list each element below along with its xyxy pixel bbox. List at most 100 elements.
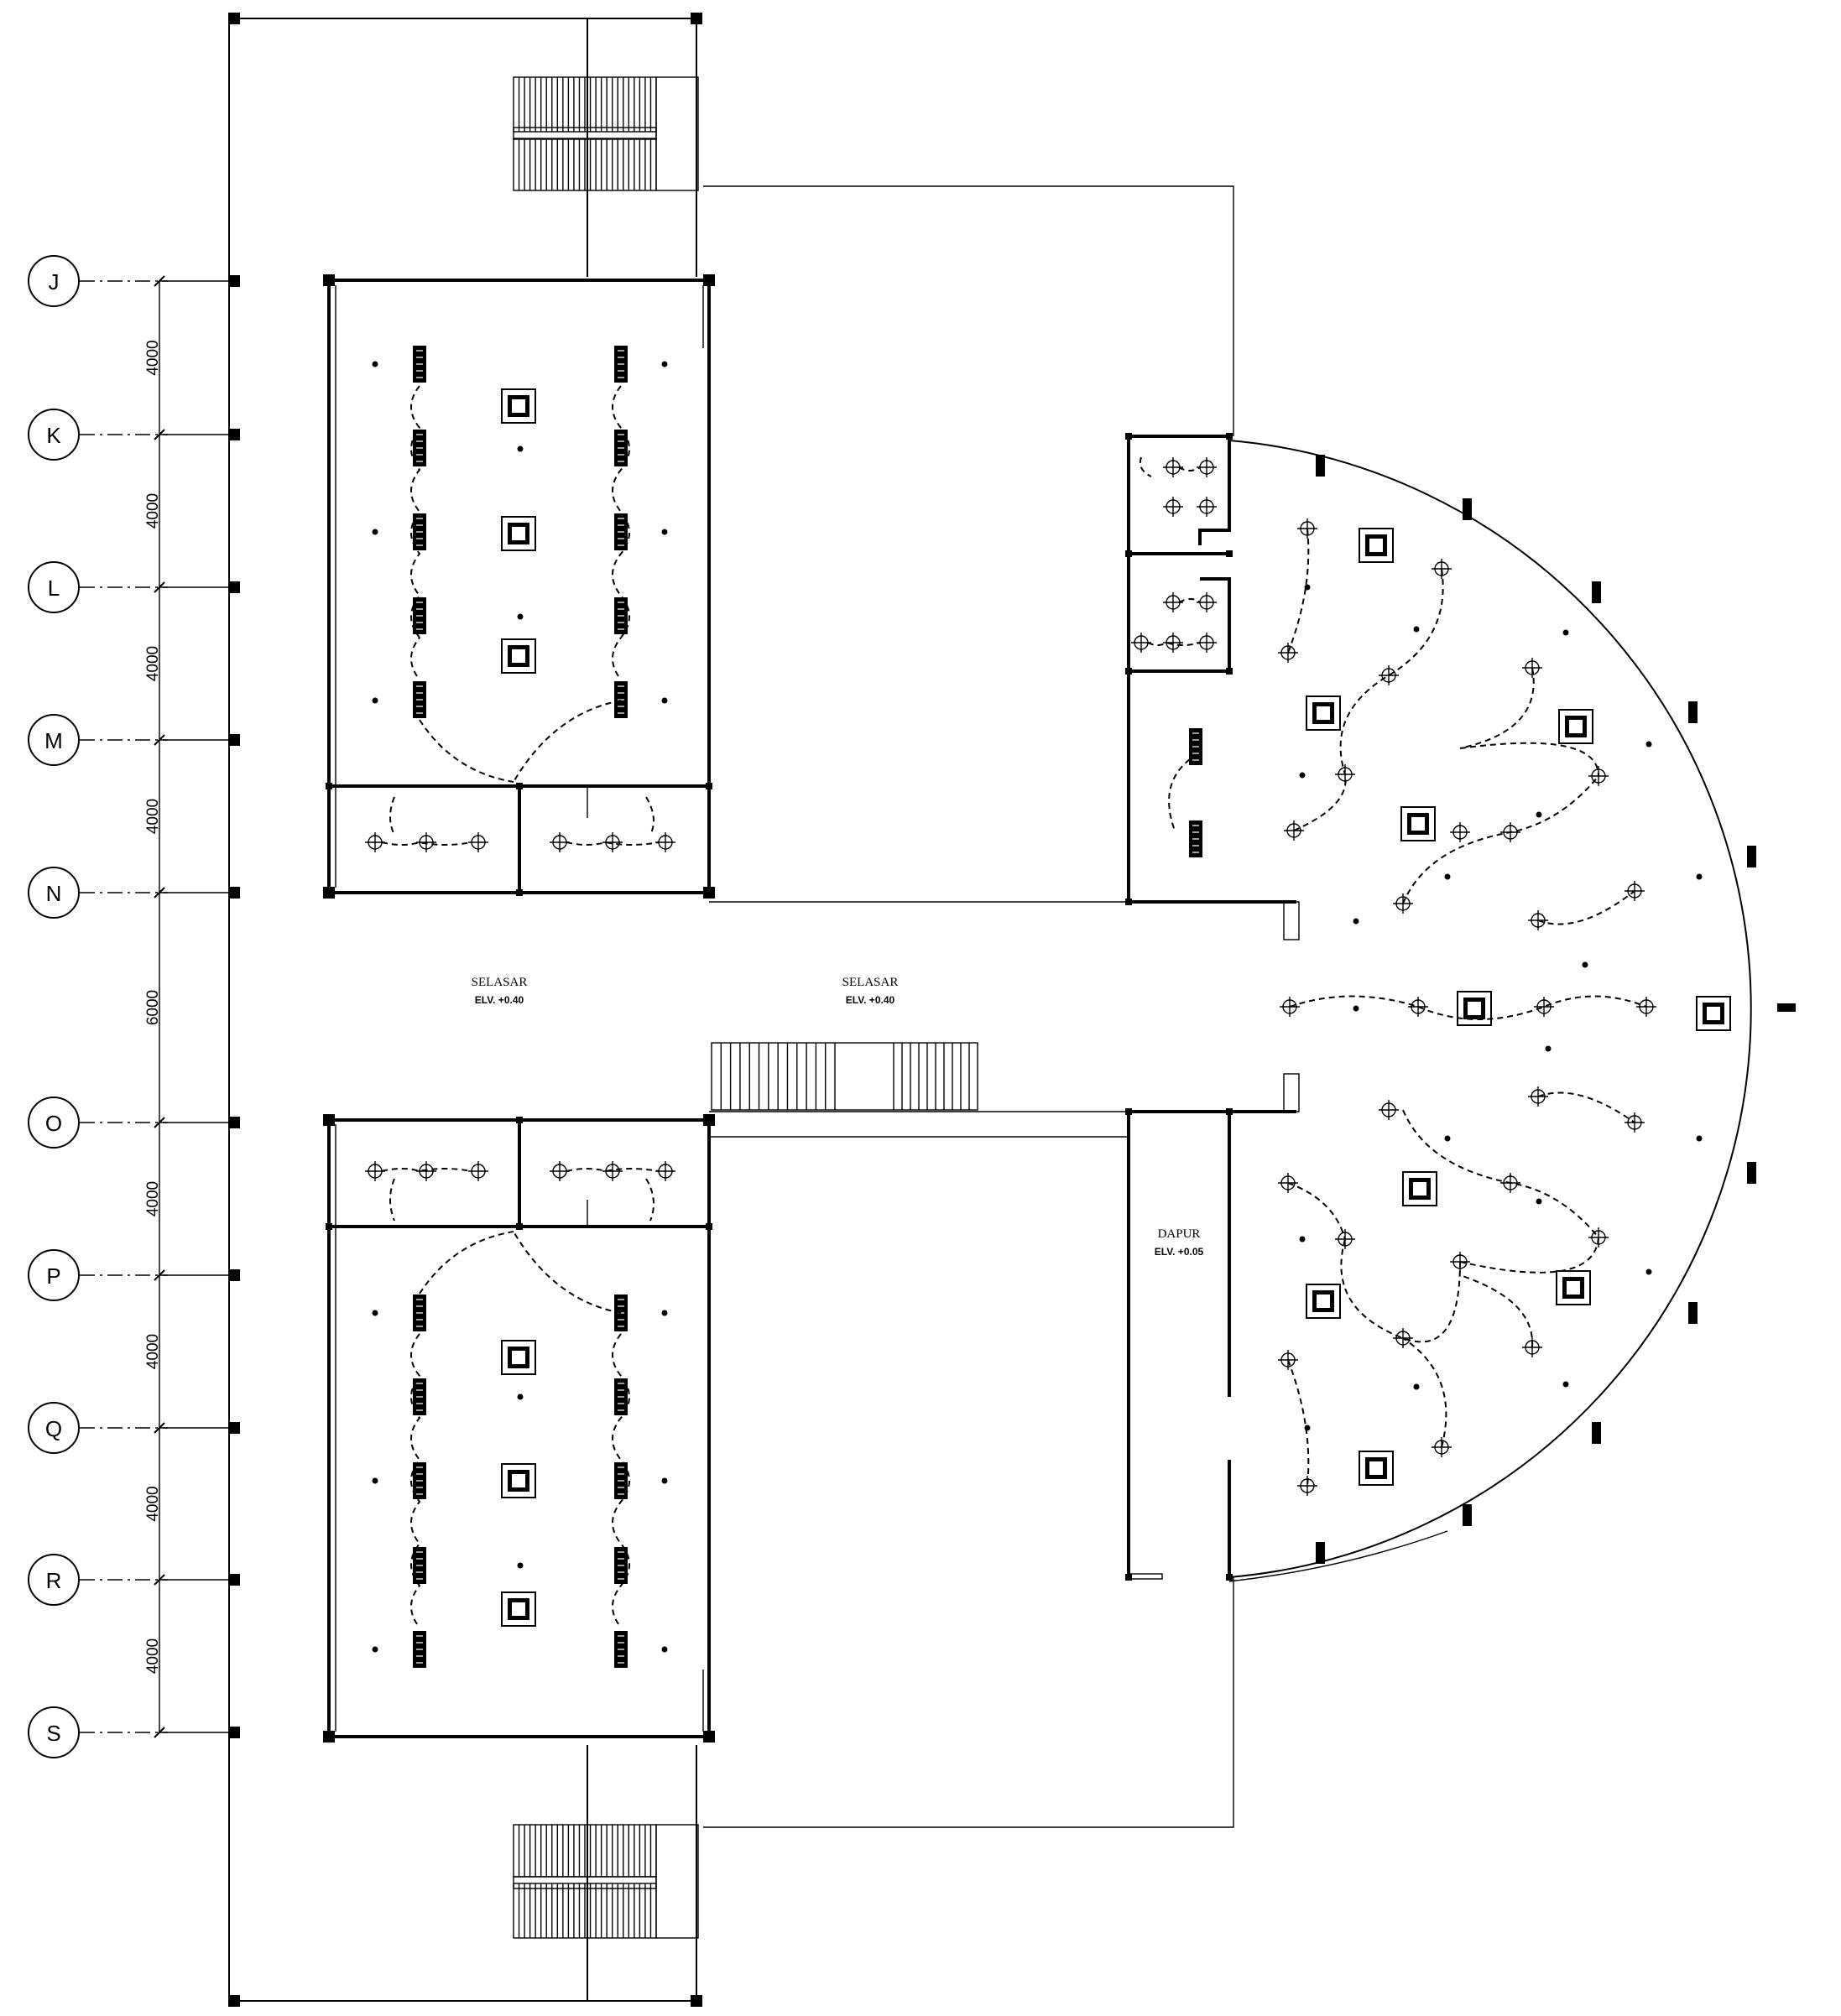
dimension-text: 4000 — [144, 1181, 162, 1216]
fan-center — [512, 527, 525, 540]
dot-light-icon — [1299, 1236, 1306, 1242]
ceiling-fan-icon — [501, 388, 536, 424]
fluorescent-lamp-icon — [413, 1547, 426, 1584]
column-small — [326, 1223, 332, 1230]
crosshair-lamp-icon — [1450, 822, 1470, 842]
column — [703, 1731, 715, 1743]
dimension-text: 4000 — [144, 799, 162, 834]
column — [323, 1114, 335, 1126]
ceiling-fan-icon — [501, 1591, 536, 1627]
column-small — [326, 783, 332, 789]
dot-light-icon — [1304, 1425, 1311, 1431]
column-small — [1125, 433, 1132, 440]
grid-label: Q — [45, 1416, 62, 1441]
dimension-tick — [154, 1117, 165, 1128]
dot-light-icon — [372, 1477, 378, 1484]
column-small — [516, 1223, 523, 1230]
fan-frame — [1558, 709, 1593, 744]
dimension-tick — [154, 1422, 165, 1434]
crosshair-lamp-icon — [416, 832, 436, 852]
crosshair-lamp-icon — [468, 832, 488, 852]
fluorescent-lamp-icon — [413, 1462, 426, 1499]
column-small — [516, 889, 523, 896]
grid-label: P — [46, 1263, 60, 1289]
crosshair-lamp-icon — [1408, 997, 1428, 1017]
lower-room-block — [327, 1111, 1296, 1738]
dot-light-icon — [1545, 1045, 1552, 1052]
wiring-path — [612, 1333, 630, 1628]
column — [323, 274, 335, 286]
fan-center — [1411, 817, 1425, 831]
grid-bubble — [28, 1097, 80, 1149]
column-small — [1226, 1574, 1233, 1581]
column — [228, 1422, 240, 1434]
dot-light-icon — [372, 1646, 378, 1653]
entry-stair — [711, 1042, 978, 1111]
fan-frame — [1306, 1284, 1341, 1319]
column-small — [1125, 668, 1132, 675]
dimension-text: 4000 — [144, 1334, 162, 1369]
crosshair-lamp-icon — [1534, 997, 1554, 1017]
wiring-path — [1178, 598, 1201, 603]
crosshair-lamp-icon — [1197, 497, 1217, 517]
wiring-path — [410, 385, 421, 680]
dot-light-icon — [661, 1310, 668, 1316]
wiring-path — [1537, 1091, 1635, 1123]
fluorescent-lamp-icon — [614, 430, 628, 466]
dot-light-icon — [661, 1477, 668, 1484]
dot-light-icon — [1444, 1135, 1451, 1142]
grid-bubble — [28, 867, 80, 919]
room-labels: SELASAR ELV. +0.40 SELASAR ELV. +0.40 DA… — [472, 976, 1204, 1258]
crosshair-lamp-icon — [602, 832, 623, 852]
dimension-tick — [154, 1574, 165, 1586]
dot-light-icon — [1304, 584, 1311, 591]
dot-light-icon — [372, 361, 378, 367]
top-stair-lower-flight — [513, 138, 657, 191]
column-small — [1125, 1574, 1132, 1581]
dot-light-icon — [661, 529, 668, 535]
dimension-tick — [154, 734, 165, 746]
wiring-path — [1402, 775, 1599, 904]
wiring-path — [410, 1333, 421, 1628]
column-small — [1125, 899, 1132, 905]
semicircular-hall — [1228, 440, 1752, 1582]
fan-center — [1413, 1182, 1426, 1196]
column-small — [516, 1117, 523, 1123]
fan-center — [512, 1351, 525, 1364]
grid-label: J — [49, 269, 60, 294]
crosshair-lamp-icon — [468, 1161, 488, 1181]
fluorescent-lamp-icon — [614, 1547, 628, 1584]
dot-light-icon — [1413, 1383, 1420, 1390]
column — [703, 887, 715, 899]
dot-light-icon — [1582, 961, 1588, 968]
column-small — [1125, 1108, 1132, 1115]
dot-light-icon — [1413, 626, 1420, 633]
wiring-path — [1459, 667, 1599, 777]
fan-center — [1317, 1295, 1330, 1308]
ceiling-fan-icon — [1359, 1451, 1394, 1486]
fluorescent-lamp-icon — [614, 1378, 628, 1415]
column — [228, 887, 240, 899]
bottom-stair-landing — [655, 1824, 699, 1939]
column — [691, 1995, 702, 2007]
column — [691, 13, 702, 24]
fan-frame — [1359, 1451, 1394, 1486]
fan-center — [1317, 706, 1330, 720]
dot-light-icon — [1562, 1381, 1569, 1388]
dimension-text: 4000 — [144, 493, 162, 529]
column — [228, 1117, 240, 1128]
ceiling-fan-icon — [1402, 1171, 1437, 1206]
dimension-text: 6000 — [144, 990, 162, 1025]
wiring-path — [1289, 995, 1647, 1020]
roof-outline — [703, 185, 1234, 1828]
bottom-stair-handrail — [513, 1876, 657, 1889]
dot-light-icon — [1353, 918, 1359, 925]
dot-light-icon — [1536, 1198, 1542, 1205]
fan-center — [512, 649, 525, 663]
fan-center — [512, 399, 525, 413]
